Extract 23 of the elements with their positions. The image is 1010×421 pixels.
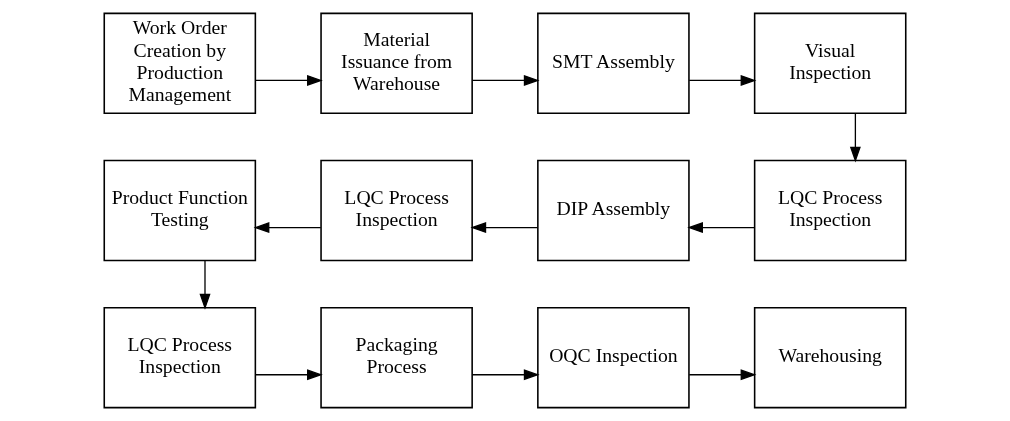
arrow bbox=[253, 222, 322, 234]
arrow bbox=[254, 369, 323, 381]
arrow bbox=[687, 222, 756, 234]
arrow bbox=[688, 369, 757, 381]
arrow bbox=[471, 74, 540, 86]
node-box: Material Issuance from Warehouse bbox=[320, 12, 473, 115]
node-box: LQC Process Inspection bbox=[753, 159, 907, 262]
node-box: SMT Assembly bbox=[537, 12, 690, 115]
node-box: Packaging Process bbox=[320, 306, 473, 409]
arrow bbox=[471, 369, 540, 381]
node-box: LQC Process Inspection bbox=[103, 306, 257, 409]
arrow bbox=[470, 222, 539, 234]
node-box: Product Function Testing bbox=[103, 159, 257, 262]
arrow bbox=[254, 74, 323, 86]
arrow bbox=[849, 112, 861, 163]
node-box: LQC Process Inspection bbox=[320, 159, 473, 262]
arrow bbox=[199, 260, 211, 310]
node-box: DIP Assembly bbox=[537, 159, 690, 262]
arrow bbox=[688, 74, 757, 86]
node-box: Work Order Creation by Production Management bbox=[103, 12, 257, 115]
node-box: OQC Inspection bbox=[537, 306, 690, 409]
node-box: Warehousing bbox=[753, 306, 907, 409]
node-box: Visual Inspection bbox=[753, 12, 907, 115]
